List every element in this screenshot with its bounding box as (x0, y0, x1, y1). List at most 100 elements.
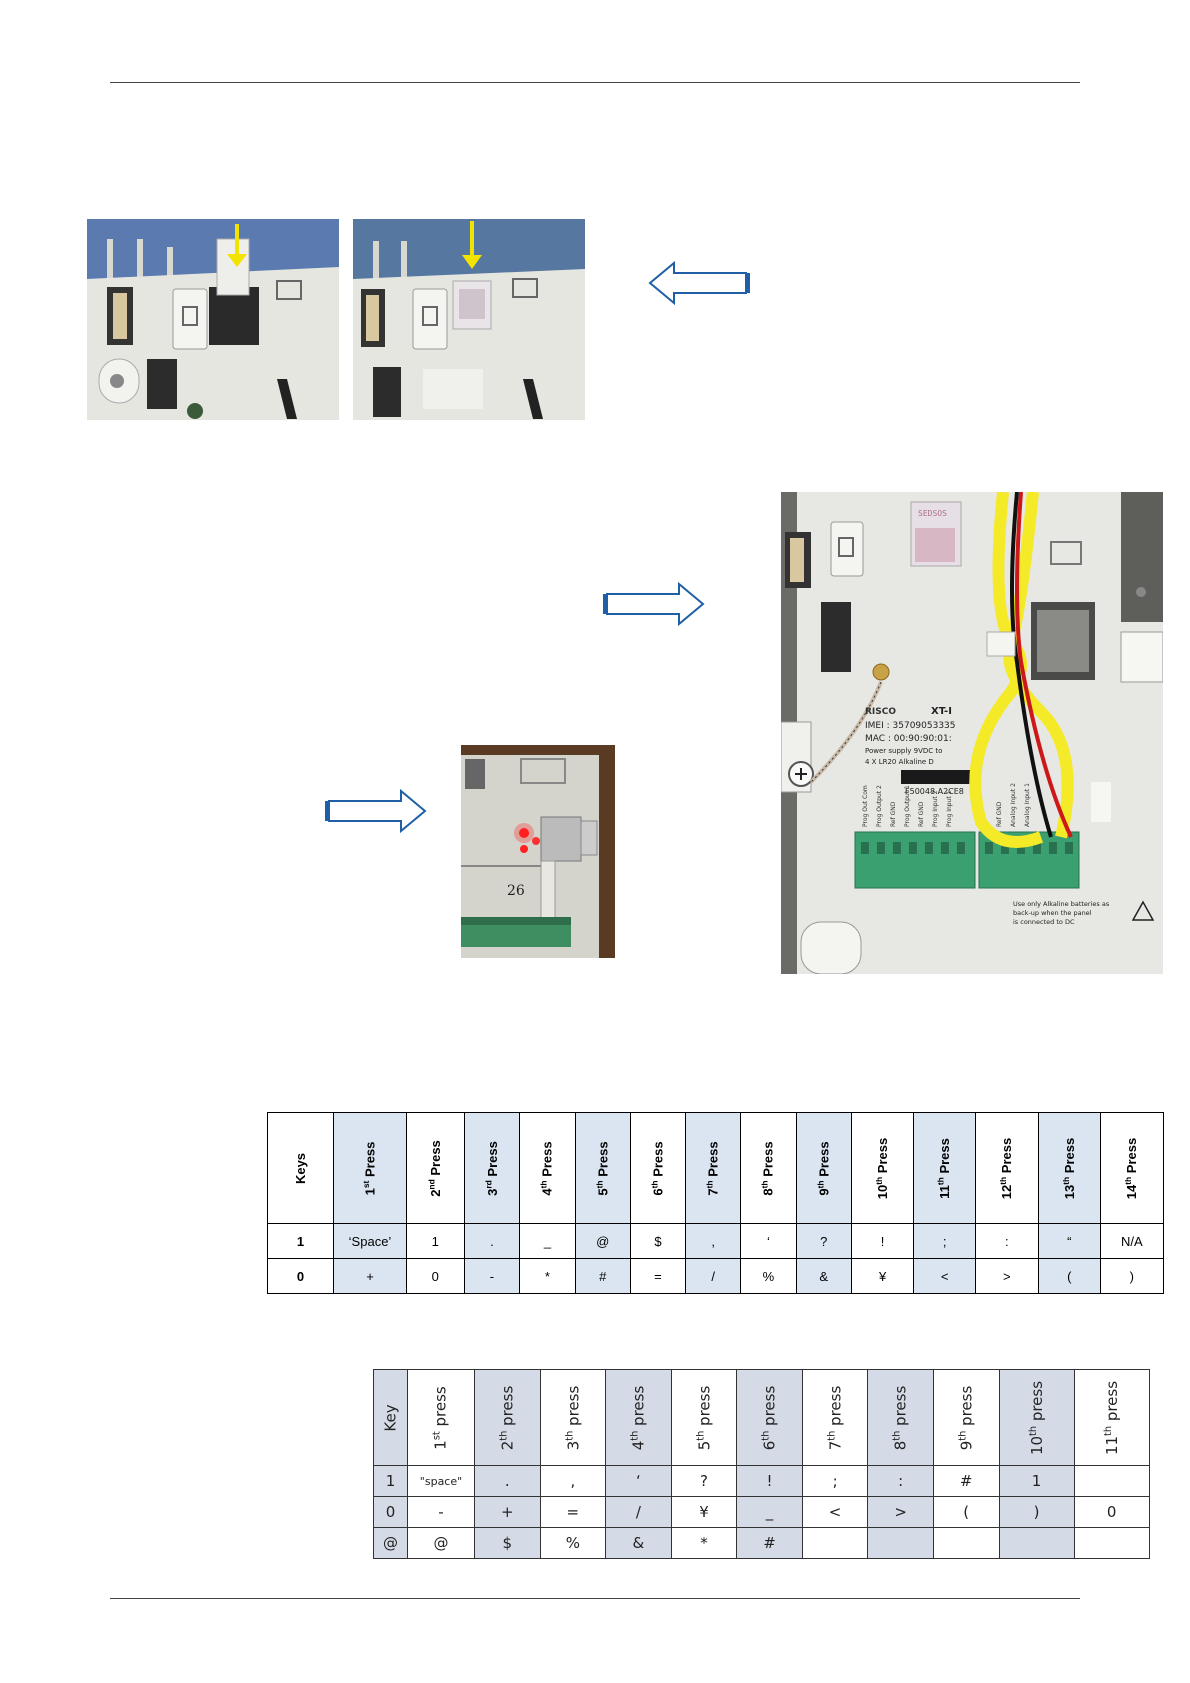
footer-rule (110, 1598, 1080, 1599)
column-header: 11th Press (913, 1112, 977, 1224)
terminal-label: Ref GND (996, 801, 1003, 827)
serial-text: F50048 A2CE8 (905, 787, 964, 796)
sim-code-text: SEDSOS (918, 509, 947, 518)
arrow-right-icon (603, 581, 705, 627)
imei-text: IMEI : 35709053335 (865, 721, 956, 731)
table-cell (998, 1527, 1075, 1559)
table-cell: ; (913, 1223, 977, 1259)
table-cell: & (795, 1258, 852, 1294)
table-cell: + (474, 1496, 541, 1528)
terminal-label: Prog Output 2 (876, 785, 883, 827)
table-cell: # (574, 1258, 631, 1294)
table-cell: > (975, 1258, 1039, 1294)
table-cell: , (539, 1465, 607, 1497)
mac-text: MAC : 00:90:90:01: (865, 734, 952, 744)
table-cell: : (975, 1223, 1039, 1259)
column-header: 2th press (474, 1369, 541, 1466)
column-header: 7th Press (685, 1112, 742, 1224)
table-cell: ; (801, 1465, 869, 1497)
table-cell: ( (1037, 1258, 1102, 1294)
table-cell: < (801, 1496, 869, 1528)
table-cell: _ (736, 1496, 803, 1528)
table-cell: “ (1037, 1223, 1102, 1259)
warning-text-1: Use only Alkaline batteries as (1013, 900, 1110, 908)
table-cell: = (629, 1258, 687, 1294)
column-header: 5th press (670, 1369, 738, 1466)
column-header: 5th Press (574, 1112, 631, 1224)
terminal-label: Ref GND (890, 801, 897, 827)
column-header: 13th Press (1037, 1112, 1102, 1224)
unit-number-text: 26 (507, 883, 525, 899)
table-cell: ¥ (850, 1258, 915, 1294)
table-row: 0-+=/¥_<>()0 (373, 1496, 1150, 1528)
table-cell: ) (1100, 1258, 1164, 1294)
table-cell: ? (795, 1223, 852, 1259)
column-header: 7th press (801, 1369, 869, 1466)
row-key-cell: 0 (267, 1258, 334, 1294)
terminal-label: Prog Input 2 (932, 790, 939, 827)
table-cell: - (463, 1258, 521, 1294)
table-cell: N/A (1100, 1223, 1164, 1259)
table-cell: ‘ (740, 1223, 797, 1259)
power-text-1: Power supply 9VDC to (865, 747, 942, 755)
table-cell: 1 (998, 1465, 1075, 1497)
table-cell: - (407, 1496, 475, 1528)
table-cell (932, 1527, 1000, 1559)
column-header: 3rd Press (463, 1112, 521, 1224)
row-key-cell: 1 (267, 1223, 334, 1259)
terminal-label: Analog Input 1 (1024, 783, 1031, 827)
table-cell (1073, 1527, 1150, 1559)
column-header: 8th press (867, 1369, 934, 1466)
table-cell: + (333, 1258, 407, 1294)
sim-inserted-photo (353, 219, 585, 420)
table-cell: . (463, 1223, 521, 1259)
column-header: Key (373, 1369, 408, 1466)
sim-insert-photo (87, 219, 339, 420)
table-cell: , (685, 1223, 742, 1259)
terminal-label: Prog Out Com (862, 785, 869, 827)
table-cell: < (913, 1258, 977, 1294)
column-header: 8th Press (740, 1112, 797, 1224)
table-cell: ¥ (670, 1496, 738, 1528)
column-header: 12th Press (975, 1112, 1039, 1224)
terminal-label: Analog Input 2 (1010, 783, 1017, 827)
table-row: 0+0-*#=/%&¥<>() (267, 1258, 1164, 1294)
table-cell: @ (574, 1223, 631, 1259)
column-header: 9th Press (795, 1112, 852, 1224)
table-row: @@$%&*# (373, 1527, 1150, 1559)
table-cell: % (740, 1258, 797, 1294)
column-header: 3th press (539, 1369, 607, 1466)
arrow-left-icon (648, 260, 750, 306)
row-key-cell: 1 (373, 1465, 408, 1497)
table-cell: ) (998, 1496, 1075, 1528)
column-header: 4th Press (519, 1112, 576, 1224)
table-cell: & (605, 1527, 672, 1559)
warning-text-3: is connected to DC (1013, 918, 1075, 926)
table-cell: ! (850, 1223, 915, 1259)
table-cell: ! (736, 1465, 803, 1497)
table-cell: 0 (406, 1258, 465, 1294)
table-cell: > (867, 1496, 934, 1528)
table-cell: $ (474, 1527, 541, 1559)
column-header: 14th Press (1100, 1112, 1164, 1224)
table-cell: 1 (406, 1223, 465, 1259)
table-cell: # (736, 1527, 803, 1559)
table-cell: # (932, 1465, 1000, 1497)
row-key-cell: @ (373, 1527, 408, 1559)
arrow-right-icon (325, 788, 427, 834)
terminal-label: Prog Output 1 (904, 785, 911, 827)
terminal-label: Prog Input 1 (946, 790, 953, 827)
table-cell: ( (932, 1496, 1000, 1528)
column-header: 4th press (605, 1369, 672, 1466)
column-header: 9th press (932, 1369, 1000, 1466)
wired-panel-photo: SEDSOS RISCO XT-I IMEI : 35709053335 MAC… (781, 492, 1163, 974)
table-cell: ‘Space’ (333, 1223, 407, 1259)
column-header: 6th press (736, 1369, 803, 1466)
column-header: 11th press (1073, 1369, 1150, 1466)
row-key-cell: 0 (373, 1496, 408, 1528)
table-cell: : (867, 1465, 934, 1497)
column-header: 10th press (998, 1369, 1075, 1466)
